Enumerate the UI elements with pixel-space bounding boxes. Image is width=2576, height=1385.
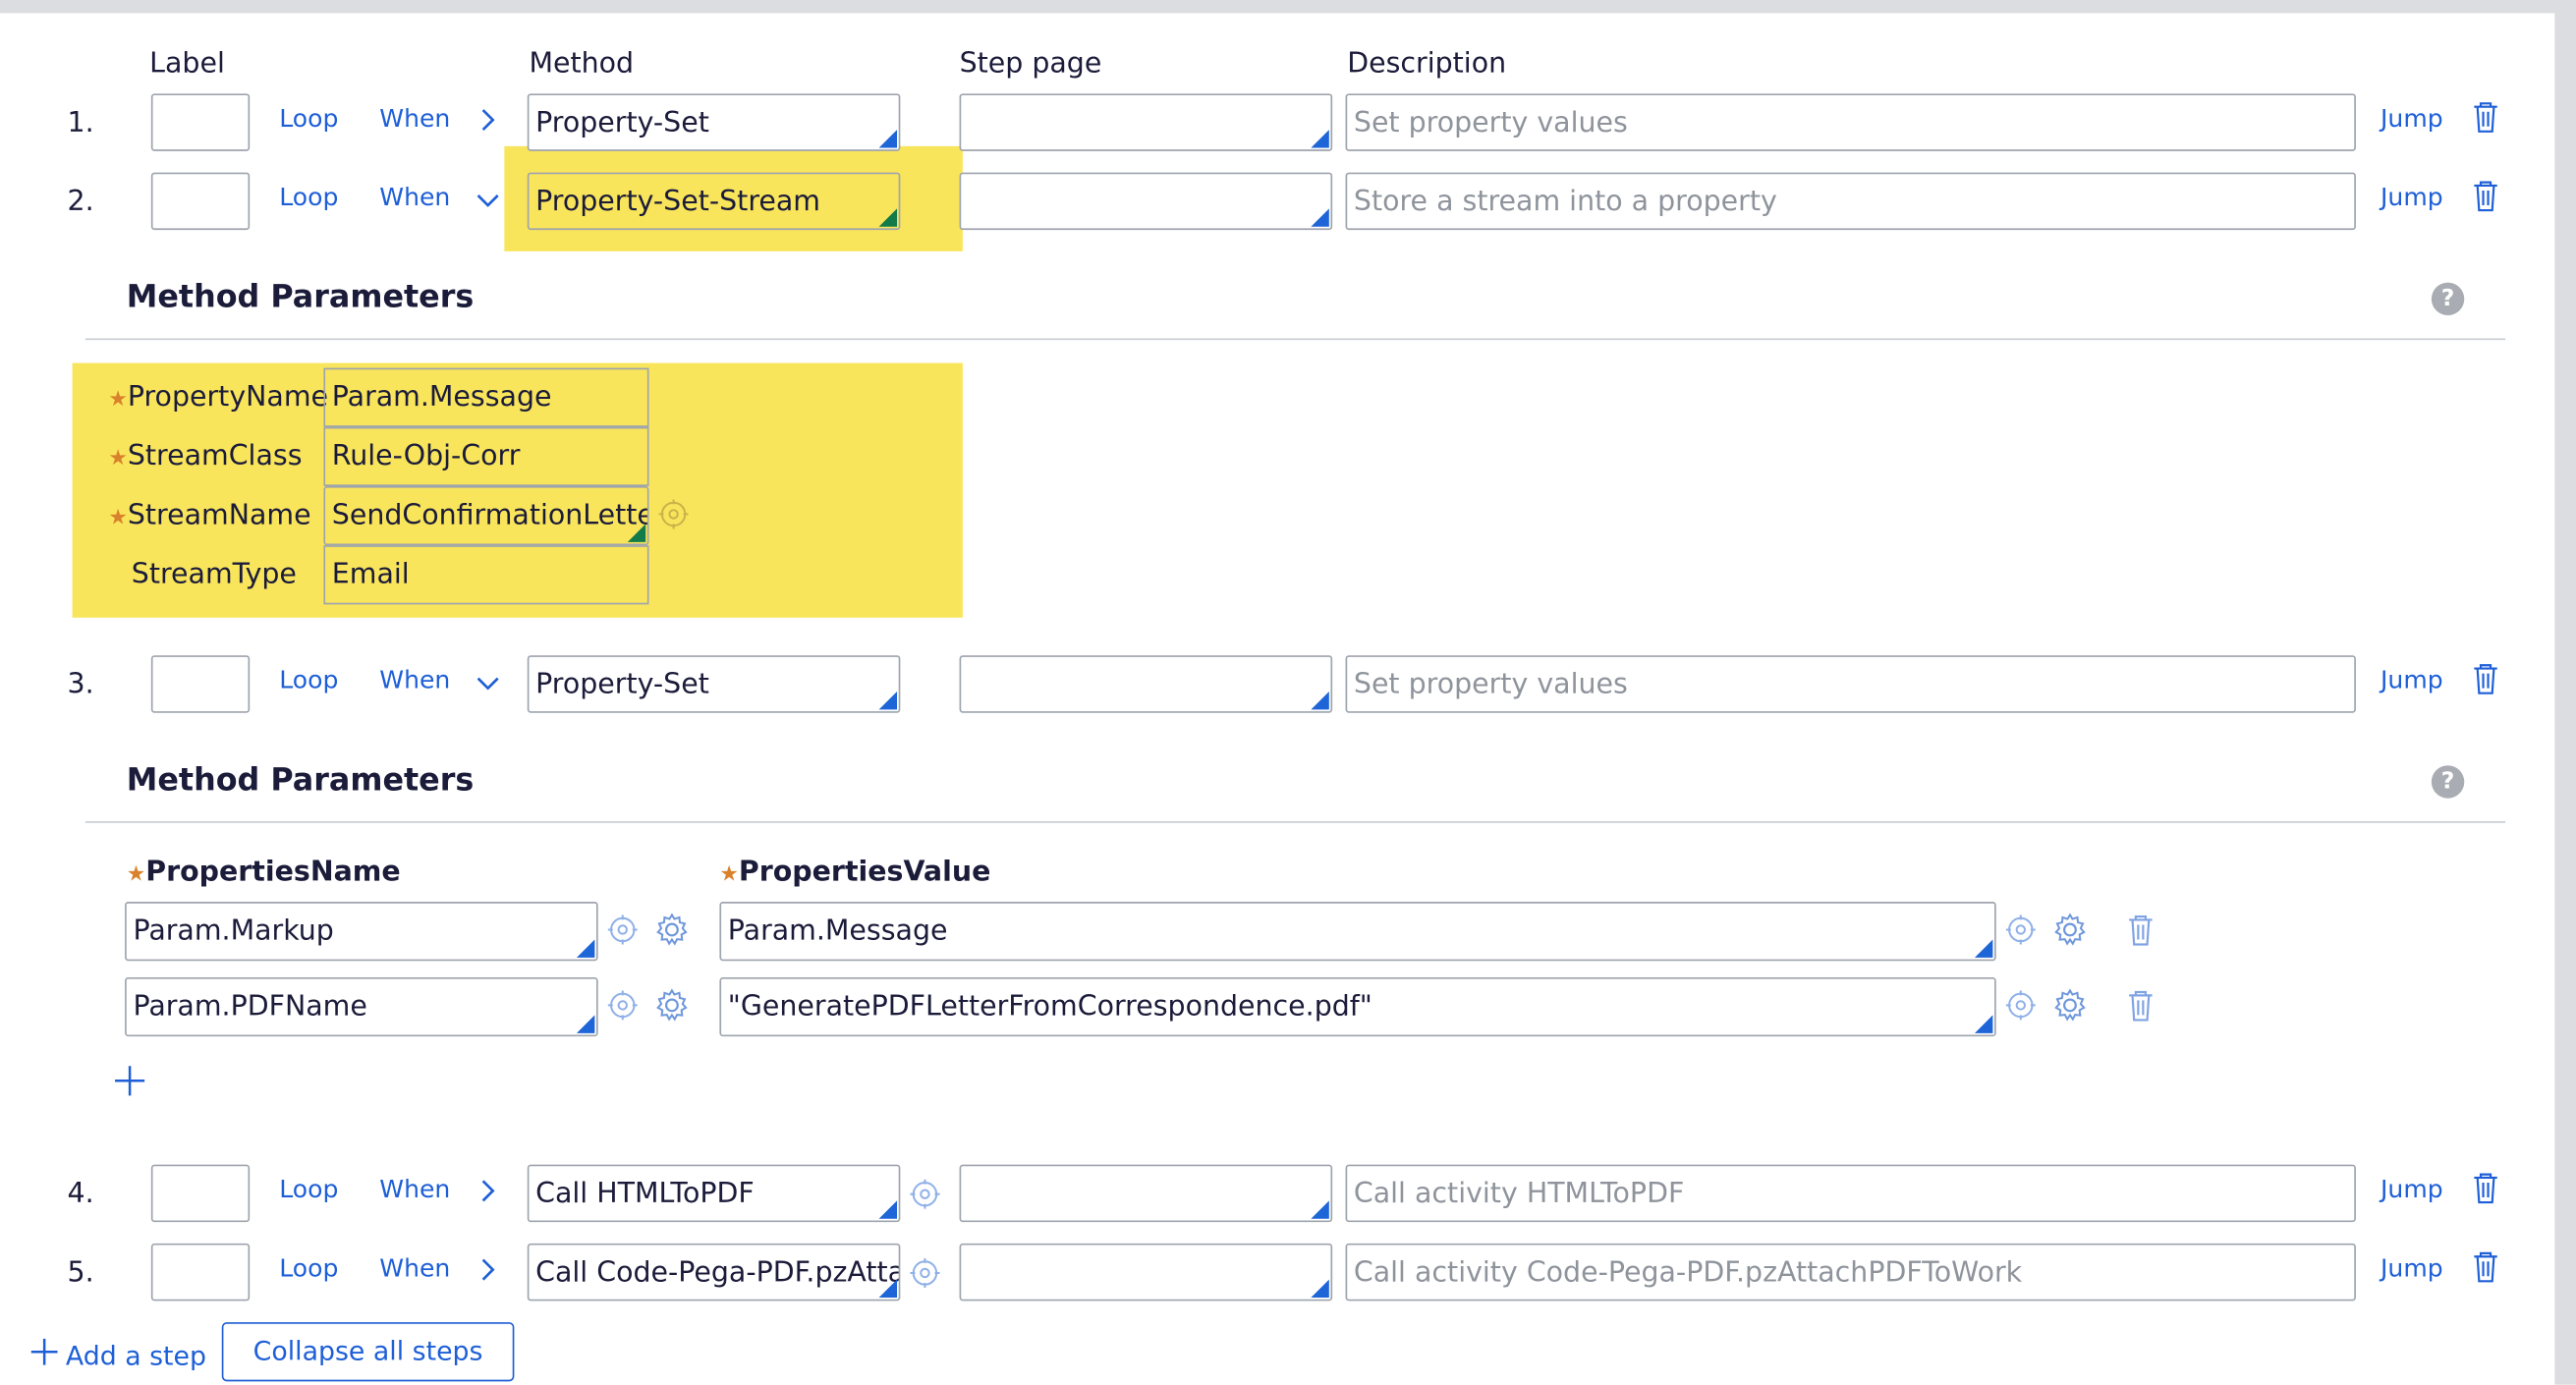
jump-link[interactable]: Jump bbox=[2380, 103, 2443, 134]
loop-link[interactable]: Loop bbox=[279, 1252, 339, 1283]
crosshair-icon[interactable] bbox=[910, 1179, 940, 1217]
chevron-right-icon[interactable] bbox=[479, 107, 496, 141]
description-input[interactable]: Set property values bbox=[1345, 93, 2356, 151]
column-header-properties-value: ★PropertiesValue bbox=[719, 856, 991, 889]
plus-icon bbox=[29, 1337, 59, 1374]
when-link[interactable]: When bbox=[379, 103, 451, 134]
when-link[interactable]: When bbox=[379, 1252, 451, 1283]
step-label-input[interactable] bbox=[150, 172, 251, 231]
method-input[interactable]: Call HTMLToPDF bbox=[527, 1164, 901, 1223]
properties-value-input[interactable]: Param.Message bbox=[719, 902, 1996, 962]
crosshair-icon[interactable] bbox=[2005, 990, 2036, 1027]
param-value-property-name[interactable]: Param.Message bbox=[323, 367, 649, 427]
add-row-icon[interactable] bbox=[113, 1065, 145, 1106]
properties-name-input[interactable]: Param.Markup bbox=[125, 902, 598, 962]
description-input[interactable]: Store a stream into a property bbox=[1345, 172, 2356, 231]
step-page-input[interactable] bbox=[959, 93, 1333, 151]
header-step-page: Step page bbox=[959, 47, 1102, 81]
method-input[interactable]: Call Code-Pega-PDF.pzAttachPDFToWork bbox=[527, 1243, 901, 1302]
column-header-properties-name: ★PropertiesName bbox=[126, 856, 401, 889]
trash-icon[interactable] bbox=[2127, 989, 2154, 1022]
step-number: 4. bbox=[67, 1177, 94, 1211]
step-number: 5. bbox=[67, 1256, 94, 1290]
header-description: Description bbox=[1347, 47, 1507, 81]
jump-link[interactable]: Jump bbox=[2380, 1174, 2443, 1204]
param-value-stream-class[interactable]: Rule-Obj-Corr bbox=[323, 426, 649, 486]
param-label-stream-name: ★StreamName bbox=[108, 499, 311, 532]
jump-link[interactable]: Jump bbox=[2380, 182, 2443, 212]
help-icon[interactable]: ? bbox=[2431, 282, 2465, 316]
add-step-label: Add a step bbox=[65, 1340, 206, 1372]
collapse-all-steps-button[interactable]: Collapse all steps bbox=[221, 1322, 515, 1382]
method-input[interactable]: Property-Set-Stream bbox=[527, 172, 901, 231]
properties-name-input[interactable]: Param.PDFName bbox=[125, 976, 598, 1037]
top-bar bbox=[0, 0, 2576, 14]
jump-link[interactable]: Jump bbox=[2380, 665, 2443, 695]
highlight-params-step-2 bbox=[72, 362, 963, 618]
when-link[interactable]: When bbox=[379, 182, 451, 212]
chevron-down-icon[interactable] bbox=[475, 184, 501, 216]
param-value-stream-name[interactable]: SendConfirmationLetter bbox=[323, 485, 649, 546]
step-page-input[interactable] bbox=[959, 1164, 1333, 1223]
step-number: 1. bbox=[67, 106, 94, 140]
properties-value-input[interactable]: "GeneratePDFLetterFromCorrespondence.pdf… bbox=[719, 976, 1996, 1037]
gear-icon[interactable] bbox=[654, 912, 691, 956]
param-value-stream-type[interactable]: Email bbox=[323, 545, 649, 605]
chevron-right-icon[interactable] bbox=[479, 1256, 496, 1291]
section-title: Method Parameters bbox=[126, 761, 475, 799]
trash-icon[interactable] bbox=[2473, 1250, 2499, 1283]
gear-icon[interactable] bbox=[2052, 912, 2089, 956]
chevron-right-icon[interactable] bbox=[479, 1178, 496, 1212]
step-label-input[interactable] bbox=[150, 1243, 251, 1302]
chevron-down-icon[interactable] bbox=[475, 667, 501, 699]
crosshair-icon[interactable] bbox=[910, 1257, 940, 1296]
loop-link[interactable]: Loop bbox=[279, 182, 339, 212]
trash-icon[interactable] bbox=[2473, 1171, 2499, 1204]
step-number: 3. bbox=[67, 668, 94, 702]
crosshair-icon[interactable] bbox=[658, 499, 689, 536]
crosshair-icon[interactable] bbox=[607, 914, 638, 952]
param-label-stream-class: ★StreamClass bbox=[108, 440, 303, 473]
crosshair-icon[interactable] bbox=[2005, 914, 2036, 952]
step-label-input[interactable] bbox=[150, 93, 251, 151]
highlight-method-step-2 bbox=[504, 145, 963, 251]
description-input[interactable]: Set property values bbox=[1345, 655, 2356, 713]
loop-link[interactable]: Loop bbox=[279, 1174, 339, 1204]
section-title: Method Parameters bbox=[126, 279, 475, 316]
divider bbox=[84, 338, 2506, 341]
param-label-property-name: ★PropertyName bbox=[108, 380, 329, 415]
step-page-input[interactable] bbox=[959, 655, 1333, 713]
header-label: Label bbox=[149, 47, 225, 81]
add-step-button[interactable]: Add a step bbox=[29, 1337, 206, 1374]
divider bbox=[84, 821, 2506, 823]
loop-link[interactable]: Loop bbox=[279, 665, 339, 695]
param-label-stream-type: StreamType bbox=[131, 558, 297, 591]
trash-icon[interactable] bbox=[2473, 100, 2499, 133]
step-label-input[interactable] bbox=[150, 655, 251, 713]
gear-icon[interactable] bbox=[654, 987, 691, 1031]
description-input[interactable]: Call activity Code-Pega-PDF.pzAttachPDFT… bbox=[1345, 1243, 2356, 1302]
help-icon[interactable]: ? bbox=[2431, 765, 2465, 799]
when-link[interactable]: When bbox=[379, 665, 451, 695]
trash-icon[interactable] bbox=[2473, 179, 2499, 212]
method-input[interactable]: Property-Set bbox=[527, 93, 901, 151]
method-input[interactable]: Property-Set bbox=[527, 655, 901, 713]
trash-icon[interactable] bbox=[2473, 662, 2499, 694]
header-method: Method bbox=[529, 47, 635, 81]
trash-icon[interactable] bbox=[2127, 914, 2154, 946]
step-page-input[interactable] bbox=[959, 1243, 1333, 1302]
gear-icon[interactable] bbox=[2052, 987, 2089, 1031]
step-number: 2. bbox=[67, 185, 94, 219]
loop-link[interactable]: Loop bbox=[279, 103, 339, 134]
step-page-input[interactable] bbox=[959, 172, 1333, 231]
step-label-input[interactable] bbox=[150, 1164, 251, 1223]
crosshair-icon[interactable] bbox=[607, 990, 638, 1027]
scrollbar-track[interactable] bbox=[2554, 0, 2576, 1385]
description-input[interactable]: Call activity HTMLToPDF bbox=[1345, 1164, 2356, 1223]
when-link[interactable]: When bbox=[379, 1174, 451, 1204]
jump-link[interactable]: Jump bbox=[2380, 1252, 2443, 1283]
